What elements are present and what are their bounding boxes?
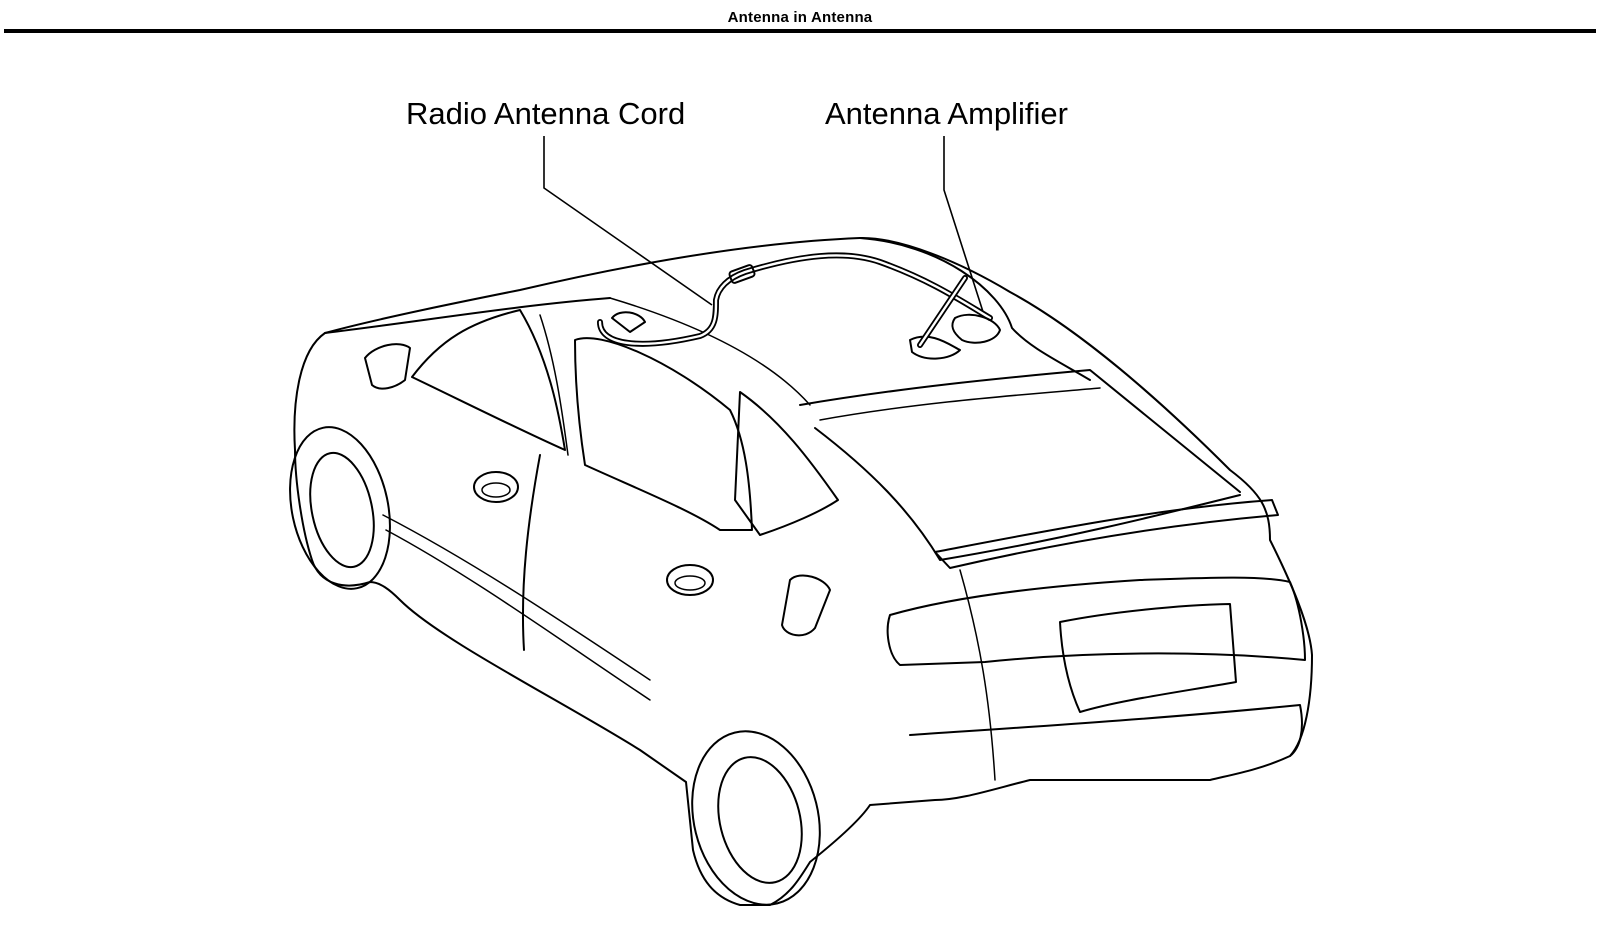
front-door-handle (473, 471, 519, 503)
rear-door-handle-inner (674, 575, 706, 591)
leader-lines (543, 136, 986, 319)
leader-antenna-amplifier (943, 136, 986, 319)
rear-window (814, 427, 1241, 561)
rear-window-top (819, 387, 1101, 421)
body-silhouette (293, 236, 1313, 906)
rocker-front (382, 514, 651, 681)
leader-radio-antenna-cord (543, 136, 713, 306)
tail-light-band (886, 576, 1306, 666)
rear-roof-panel (799, 369, 1241, 493)
label-antenna-amplifier: Antenna Amplifier (825, 96, 1068, 131)
hatch-edge (959, 569, 996, 781)
rear-wheel-inner (717, 756, 803, 884)
b-pillar (539, 314, 569, 456)
windshield-line (609, 297, 811, 406)
antenna-cord-core (598, 254, 992, 345)
side-mirror (364, 343, 411, 390)
roof-front-edge (324, 297, 611, 334)
header-rule (4, 29, 1596, 33)
front-door-handle-inner (481, 482, 511, 498)
rocker-rear (385, 529, 651, 701)
rear-door-window (574, 337, 753, 531)
wheels (289, 426, 821, 906)
label-radio-antenna-cord: Radio Antenna Cord (406, 96, 686, 131)
fuel-door (781, 574, 831, 637)
door-seam (521, 454, 541, 651)
antenna-assembly (597, 252, 1001, 360)
antenna-mount-base (909, 335, 961, 360)
page-title: Antenna in Antenna (727, 9, 873, 26)
front-door-window (411, 309, 566, 451)
antenna-mast-core (918, 276, 967, 347)
page-header: Antenna in Antenna (0, 0, 1600, 33)
front-wheel-outer (289, 426, 391, 590)
license-plate-recess (1059, 603, 1237, 713)
cord-connector (728, 264, 756, 284)
car-body (293, 236, 1313, 906)
rear-bumper (909, 704, 1303, 757)
front-wheel-inner (309, 451, 375, 569)
roof-rear-edge (859, 237, 1091, 381)
antenna-amplifier-body (951, 313, 1001, 344)
rear-door-handle (666, 564, 714, 596)
rear-wheel-outer (691, 730, 821, 906)
spoiler (934, 499, 1279, 569)
cord-clip-front (611, 311, 646, 333)
rear-quarter-window (734, 391, 839, 536)
